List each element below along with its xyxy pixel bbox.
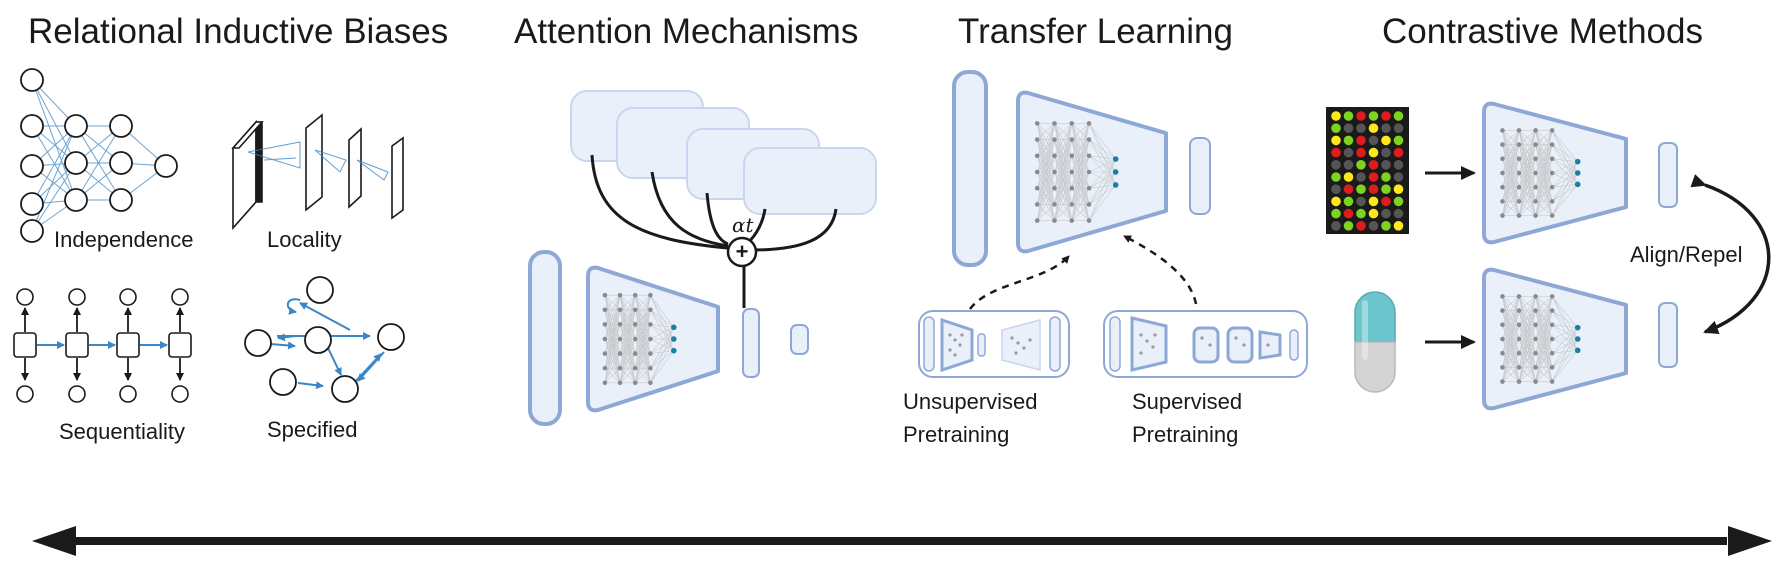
sequence-chain-icon bbox=[13, 288, 192, 403]
label-specified: Specified bbox=[267, 417, 358, 442]
attention-output-token bbox=[790, 324, 809, 355]
spectrum-double-arrow bbox=[32, 526, 1772, 556]
transfer-encoder-block bbox=[1016, 90, 1168, 254]
attention-encoder-input-bar bbox=[528, 250, 562, 426]
alpha-t-label: αt bbox=[732, 213, 755, 237]
attention-panel: + αt bbox=[528, 90, 877, 426]
attention-weight-curves bbox=[590, 154, 838, 308]
embedding-bar-top bbox=[1658, 142, 1678, 208]
panel-title-relational: Relational Inductive Biases bbox=[28, 12, 448, 51]
relational-panel: Independence Locality Sequentiality bbox=[13, 68, 405, 444]
label-unsupervised-line1: Unsupervised bbox=[903, 389, 1038, 414]
transfer-output-bar bbox=[1189, 137, 1211, 215]
sum-node: + bbox=[726, 236, 758, 268]
attention-encoder-block bbox=[586, 265, 720, 413]
label-sequentiality: Sequentiality bbox=[59, 419, 185, 444]
contrastive-encoder-top bbox=[1482, 101, 1628, 245]
panel-title-transfer: Transfer Learning bbox=[958, 12, 1233, 51]
expression-heatmap-icon bbox=[1326, 107, 1409, 234]
convolution-layers-icon bbox=[231, 113, 404, 231]
transfer-input-bar bbox=[952, 70, 988, 267]
label-align-repel: Align/Repel bbox=[1630, 242, 1743, 267]
unsupervised-pretraining-icon bbox=[918, 310, 1070, 378]
label-independence: Independence bbox=[54, 227, 193, 252]
label-locality: Locality bbox=[267, 227, 342, 252]
transfer-panel: Unsupervised Pretraining Supervised Pret… bbox=[903, 70, 1308, 447]
panel-title-attention: Attention Mechanisms bbox=[514, 12, 858, 51]
embedding-bar-bottom bbox=[1658, 302, 1678, 368]
label-supervised-line2: Pretraining bbox=[1132, 422, 1238, 447]
panel-title-contrastive: Contrastive Methods bbox=[1382, 12, 1703, 51]
contrastive-encoder-bottom bbox=[1482, 267, 1628, 411]
label-supervised-line1: Supervised bbox=[1132, 389, 1242, 414]
pretraining-transfer-arrows bbox=[968, 234, 1198, 310]
sum-node-plus: + bbox=[736, 239, 749, 264]
fully-connected-network-icon bbox=[20, 68, 178, 243]
align-repel-arrow bbox=[1690, 174, 1771, 334]
drug-capsule-icon bbox=[1354, 291, 1396, 393]
specified-graph-icon bbox=[244, 276, 405, 403]
supervised-pretraining-icon bbox=[1103, 310, 1308, 378]
input-arrows bbox=[1425, 166, 1476, 349]
label-unsupervised-line2: Pretraining bbox=[903, 422, 1009, 447]
contrastive-panel: Align/Repel bbox=[1326, 101, 1771, 411]
attention-output-bar bbox=[742, 308, 760, 378]
attention-cards bbox=[570, 90, 877, 215]
